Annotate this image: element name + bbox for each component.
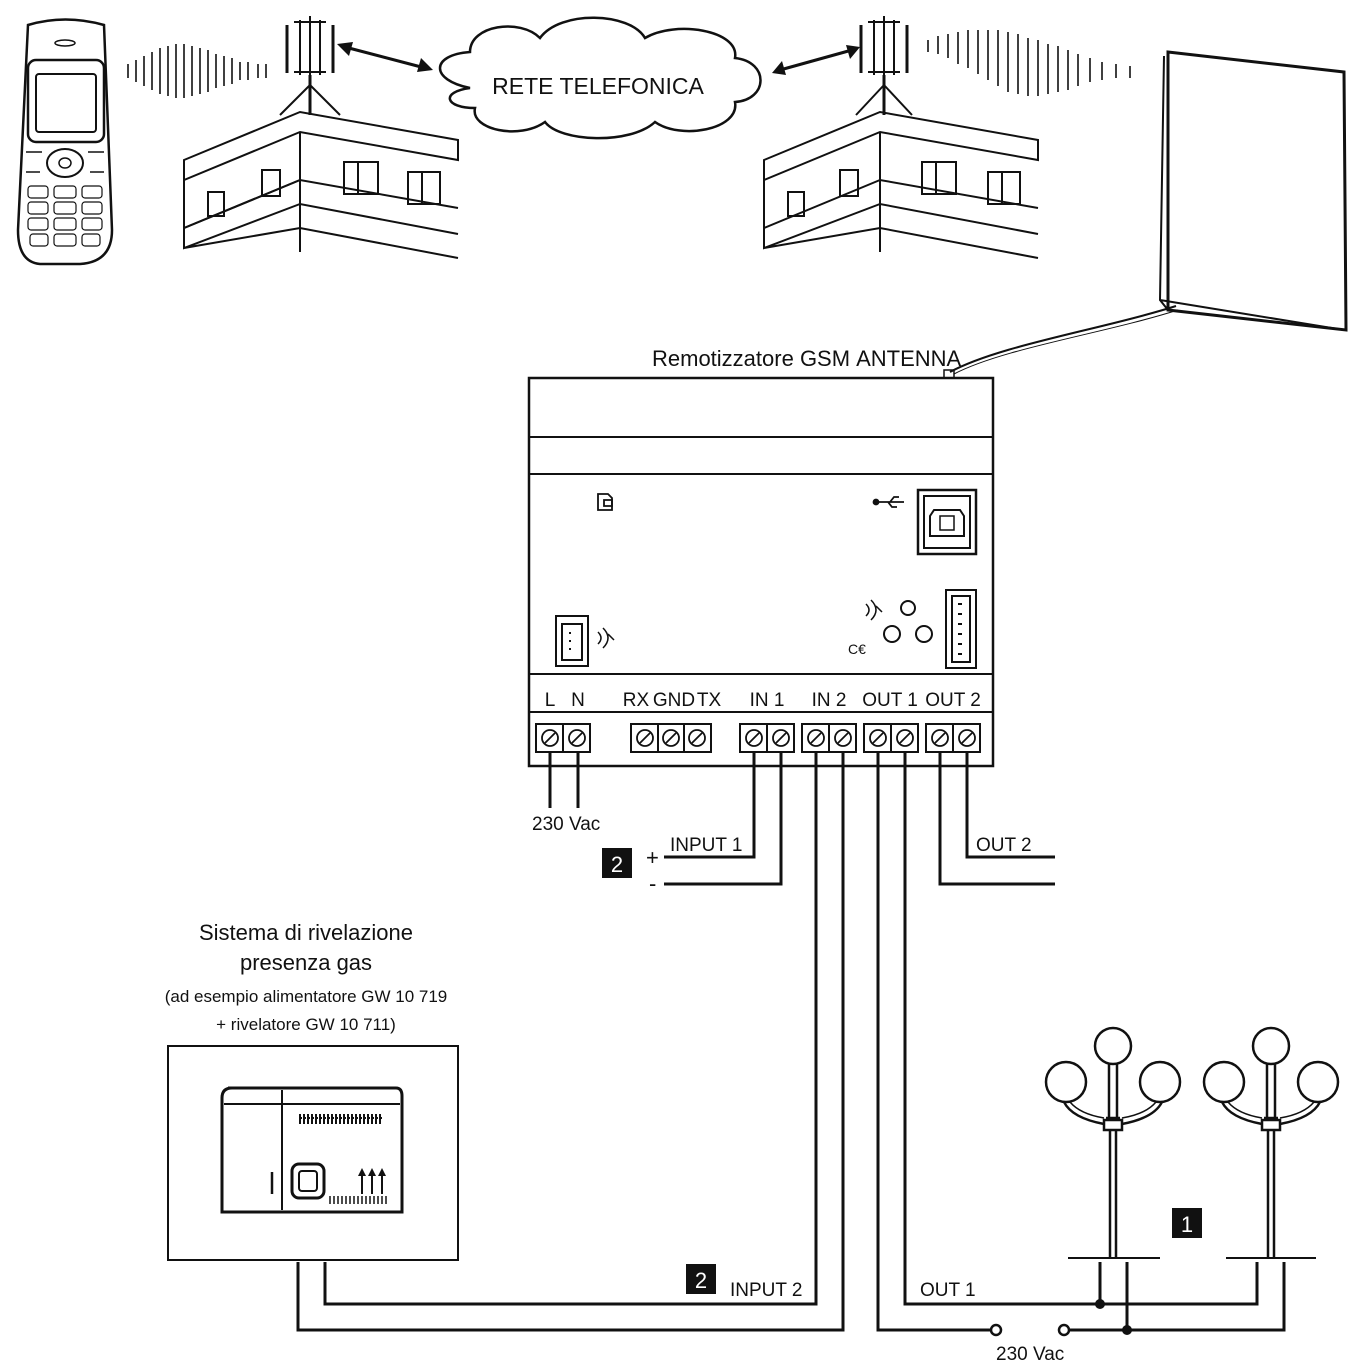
status-led bbox=[883, 625, 901, 643]
gas-system-title-1: Sistema di rivelazione bbox=[199, 920, 413, 945]
gsm-remote-device: C€ L N RX GND TX IN 1 IN 2 OUT 1 OUT 2 bbox=[527, 369, 995, 768]
mobile-phone-icon bbox=[16, 18, 114, 266]
ce-mark: C€ bbox=[848, 641, 866, 657]
terminal-label-rx: RX bbox=[623, 690, 650, 711]
out1-wires bbox=[876, 752, 1259, 1332]
cloud-label: RETE TELEFONICA bbox=[492, 73, 704, 99]
input1-label: INPUT 1 bbox=[670, 835, 743, 856]
status-led bbox=[915, 625, 933, 643]
terminal-label-in2: IN 2 bbox=[812, 690, 847, 711]
input1-badge: 2 bbox=[611, 852, 623, 877]
double-arrow-head bbox=[772, 45, 860, 75]
badge-1 bbox=[1172, 1208, 1202, 1238]
gas-system-note-2: + rivelatore GW 10 711) bbox=[216, 1015, 396, 1034]
antenna-tower-icon bbox=[855, 16, 913, 116]
terminal-label-tx: TX bbox=[697, 690, 722, 711]
terminal-block-serial bbox=[630, 723, 712, 753]
terminal-label-n: N bbox=[571, 690, 585, 711]
gas-system-title-2: presenza gas bbox=[240, 950, 372, 975]
terminal-label-gnd: GND bbox=[653, 690, 695, 711]
connector-left bbox=[555, 615, 589, 667]
lamp1-feed bbox=[1098, 1262, 1129, 1330]
street-lamp-icon bbox=[1202, 1026, 1340, 1259]
antenna-connector bbox=[943, 369, 955, 379]
input1-wires bbox=[664, 752, 783, 886]
building-icon bbox=[183, 110, 459, 259]
gas-detection-system: Sistema di rivelazione presenza gas (ad … bbox=[165, 920, 459, 1261]
antenna-panel-icon bbox=[949, 50, 1348, 375]
input1-minus: - bbox=[649, 871, 656, 896]
junction bbox=[1095, 1299, 1105, 1309]
antenna-signal-icon bbox=[597, 627, 615, 649]
sim-icon bbox=[597, 493, 613, 511]
supply-wires bbox=[548, 752, 580, 808]
badge-2 bbox=[686, 1264, 716, 1294]
connector-right bbox=[945, 589, 977, 669]
lamps-badge: 1 bbox=[1181, 1212, 1193, 1237]
radio-waves-icon bbox=[127, 44, 267, 98]
antenna-tower-icon bbox=[279, 16, 341, 116]
terminal-label-l: L bbox=[545, 690, 556, 711]
usb-port bbox=[916, 488, 978, 556]
status-led bbox=[900, 600, 916, 616]
input2-wires bbox=[296, 752, 845, 1332]
terminal-point bbox=[989, 1323, 1003, 1337]
street-lamp-icon bbox=[1044, 1026, 1182, 1259]
gas-plate bbox=[167, 1045, 459, 1261]
input2-badge: 2 bbox=[695, 1268, 707, 1293]
usb-icon bbox=[872, 496, 904, 508]
gas-system-note-1: (ad esempio alimentatore GW 10 719 bbox=[165, 987, 448, 1006]
terminal-label-in1: IN 1 bbox=[750, 690, 785, 711]
out1-label: OUT 1 bbox=[920, 1280, 976, 1301]
out2-label: OUT 2 bbox=[976, 835, 1032, 856]
badge-2 bbox=[602, 848, 632, 878]
junction bbox=[1122, 1325, 1132, 1335]
terminal-point bbox=[1057, 1323, 1071, 1337]
terminal-screws bbox=[541, 729, 976, 747]
lamps-supply-label: 230 Vac bbox=[996, 1344, 1064, 1365]
out2-wires bbox=[938, 752, 1055, 886]
lamp-supply-wire bbox=[1064, 1262, 1286, 1332]
double-arrow-head bbox=[337, 42, 433, 72]
telephone-network-cloud: RETE TELEFONICA bbox=[438, 16, 762, 140]
antenna-signal-icon bbox=[865, 599, 883, 621]
double-arrow bbox=[779, 48, 853, 72]
antenna-label: ANTENNA bbox=[856, 346, 961, 371]
radio-waves-icon bbox=[927, 30, 1131, 96]
gas-detector-icon bbox=[220, 1086, 404, 1214]
building-icon bbox=[763, 110, 1039, 259]
terminal-label-out2: OUT 2 bbox=[925, 690, 981, 711]
input2-label: INPUT 2 bbox=[730, 1280, 803, 1301]
terminal-label-out1: OUT 1 bbox=[862, 690, 918, 711]
double-arrow bbox=[344, 45, 426, 70]
supply-label: 230 Vac bbox=[532, 814, 600, 835]
input1-plus: + bbox=[646, 845, 659, 870]
